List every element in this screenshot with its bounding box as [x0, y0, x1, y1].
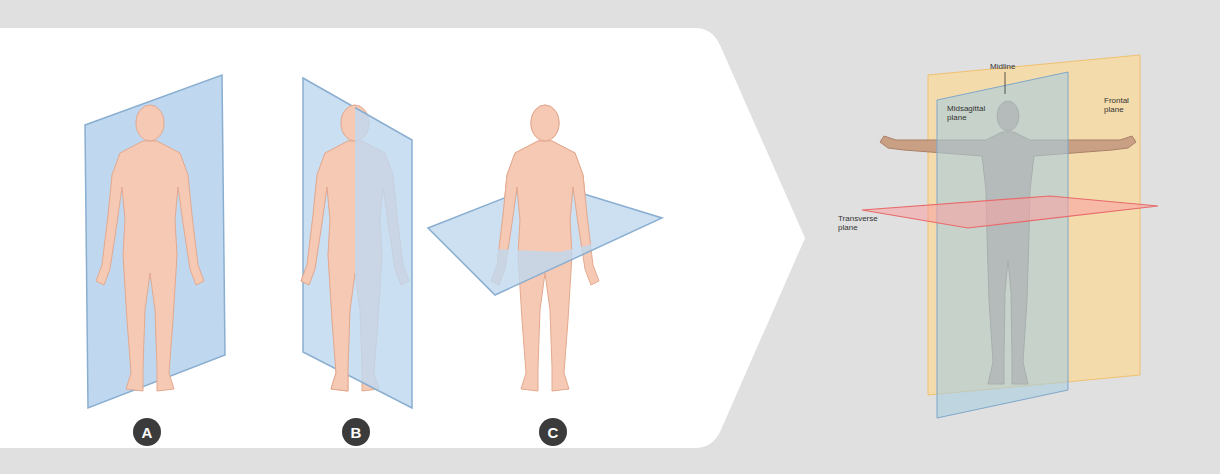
frontal-plane [85, 75, 225, 408]
midsagittal-plane [937, 72, 1068, 418]
head [136, 105, 164, 141]
letter-circle: A [133, 418, 161, 446]
letter-circle: B [342, 418, 370, 446]
head [531, 105, 559, 141]
panel-letter: C [548, 424, 559, 441]
head [531, 105, 559, 141]
body-outline [491, 141, 599, 391]
plane-label: Midline [990, 62, 1030, 71]
head [341, 105, 355, 141]
figure-upper-half [491, 105, 599, 391]
white-panel [0, 28, 805, 448]
panel-letter: A [142, 424, 153, 441]
plane-label: Midsagittal plane [947, 104, 993, 122]
plane-label: Transverse plane [838, 214, 878, 232]
transverse-plane [862, 196, 1158, 228]
leader-line [1005, 72, 1006, 94]
panel-letter: B [351, 424, 362, 441]
body-outline [96, 141, 204, 391]
figure-front-half [301, 105, 355, 391]
body-outline [301, 141, 355, 391]
letter-circle: C [539, 418, 567, 446]
plane-label: Frontal plane [1104, 96, 1140, 114]
human-figure [96, 105, 204, 391]
